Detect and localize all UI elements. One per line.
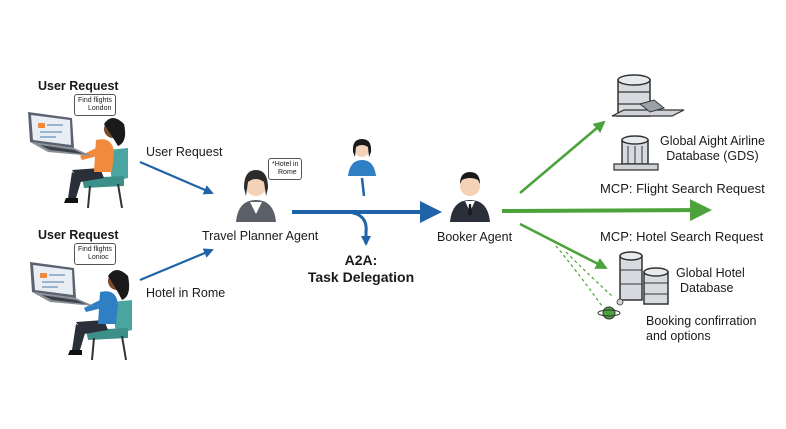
airline-db-line1: Global Aight Airline bbox=[660, 134, 765, 148]
hotel-db-line1: Global Hotel bbox=[676, 266, 745, 280]
user-bottom-arrow-label: Hotel in Rome bbox=[146, 286, 226, 300]
airline-database-icon bbox=[613, 135, 659, 171]
arrow-booker-to-flight-search bbox=[501, 199, 712, 222]
user-top-arrow-label: User Request bbox=[146, 145, 223, 159]
user-top-label: User Request bbox=[38, 79, 119, 93]
dashed-hotel-to-globe-2 bbox=[565, 251, 613, 297]
travel-planner-label: Travel Planner Agent bbox=[202, 229, 319, 243]
globe-icon bbox=[597, 298, 624, 320]
airline-server-icon bbox=[611, 74, 685, 117]
user-top-bubble-line1: Find flights bbox=[78, 97, 112, 104]
booker-agent-icon bbox=[450, 172, 490, 222]
hotel-search-label: MCP: Hotel Search Request bbox=[600, 229, 764, 244]
hotel-database-icon bbox=[619, 251, 669, 305]
delegate-agent-icon bbox=[348, 139, 376, 176]
user-bottom-label: User Request bbox=[38, 228, 119, 242]
hotel-db-label: Global Hotel Database bbox=[676, 266, 745, 296]
dashed-hotel-to-globe bbox=[555, 245, 603, 307]
booker-agent-label: Booker Agent bbox=[437, 230, 513, 244]
airline-db-label: Global Aight Airline Database (GDS) bbox=[660, 134, 765, 164]
travel-planner-agent-icon bbox=[236, 170, 276, 222]
arrow-booker-to-hotel bbox=[519, 222, 608, 270]
booking-label: Booking confirration and options bbox=[646, 314, 756, 344]
booking-line2: and options bbox=[646, 329, 711, 343]
user-bottom-speech-bubble: Find flights Lonioc bbox=[74, 243, 116, 265]
user-bottom-bubble-line2: Lonioc bbox=[88, 254, 109, 261]
user-top-speech-bubble: Find flights London bbox=[74, 94, 116, 116]
user-top-illustration bbox=[28, 112, 128, 209]
arrow-user-bottom-to-planner bbox=[139, 248, 214, 282]
planner-bubble-line1: *Hotel in bbox=[272, 161, 299, 168]
airline-db-line2: Database (GDS) bbox=[666, 149, 759, 163]
flight-search-label: MCP: Flight Search Request bbox=[600, 181, 765, 196]
arrow-delegate-down bbox=[360, 177, 366, 197]
delegation-line2: Task Delegation bbox=[307, 269, 415, 285]
user-bottom-bubble-line1: Find flights bbox=[78, 246, 112, 253]
hotel-db-line2: Database bbox=[680, 281, 734, 295]
arrow-user-top-to-planner bbox=[139, 160, 214, 195]
delegation-label: A2A: Task Delegation bbox=[300, 252, 422, 286]
booking-line1: Booking confirration bbox=[646, 314, 757, 328]
user-top-bubble-line2: London bbox=[88, 105, 112, 112]
arrow-booker-to-airline bbox=[519, 120, 606, 194]
delegation-line1: A2A: bbox=[344, 252, 378, 268]
user-bottom-illustration bbox=[30, 262, 132, 361]
arrow-delegation-branch bbox=[347, 210, 371, 246]
planner-speech-bubble: *Hotel in Rome bbox=[268, 158, 303, 180]
planner-bubble-line2: Rome bbox=[278, 169, 297, 176]
